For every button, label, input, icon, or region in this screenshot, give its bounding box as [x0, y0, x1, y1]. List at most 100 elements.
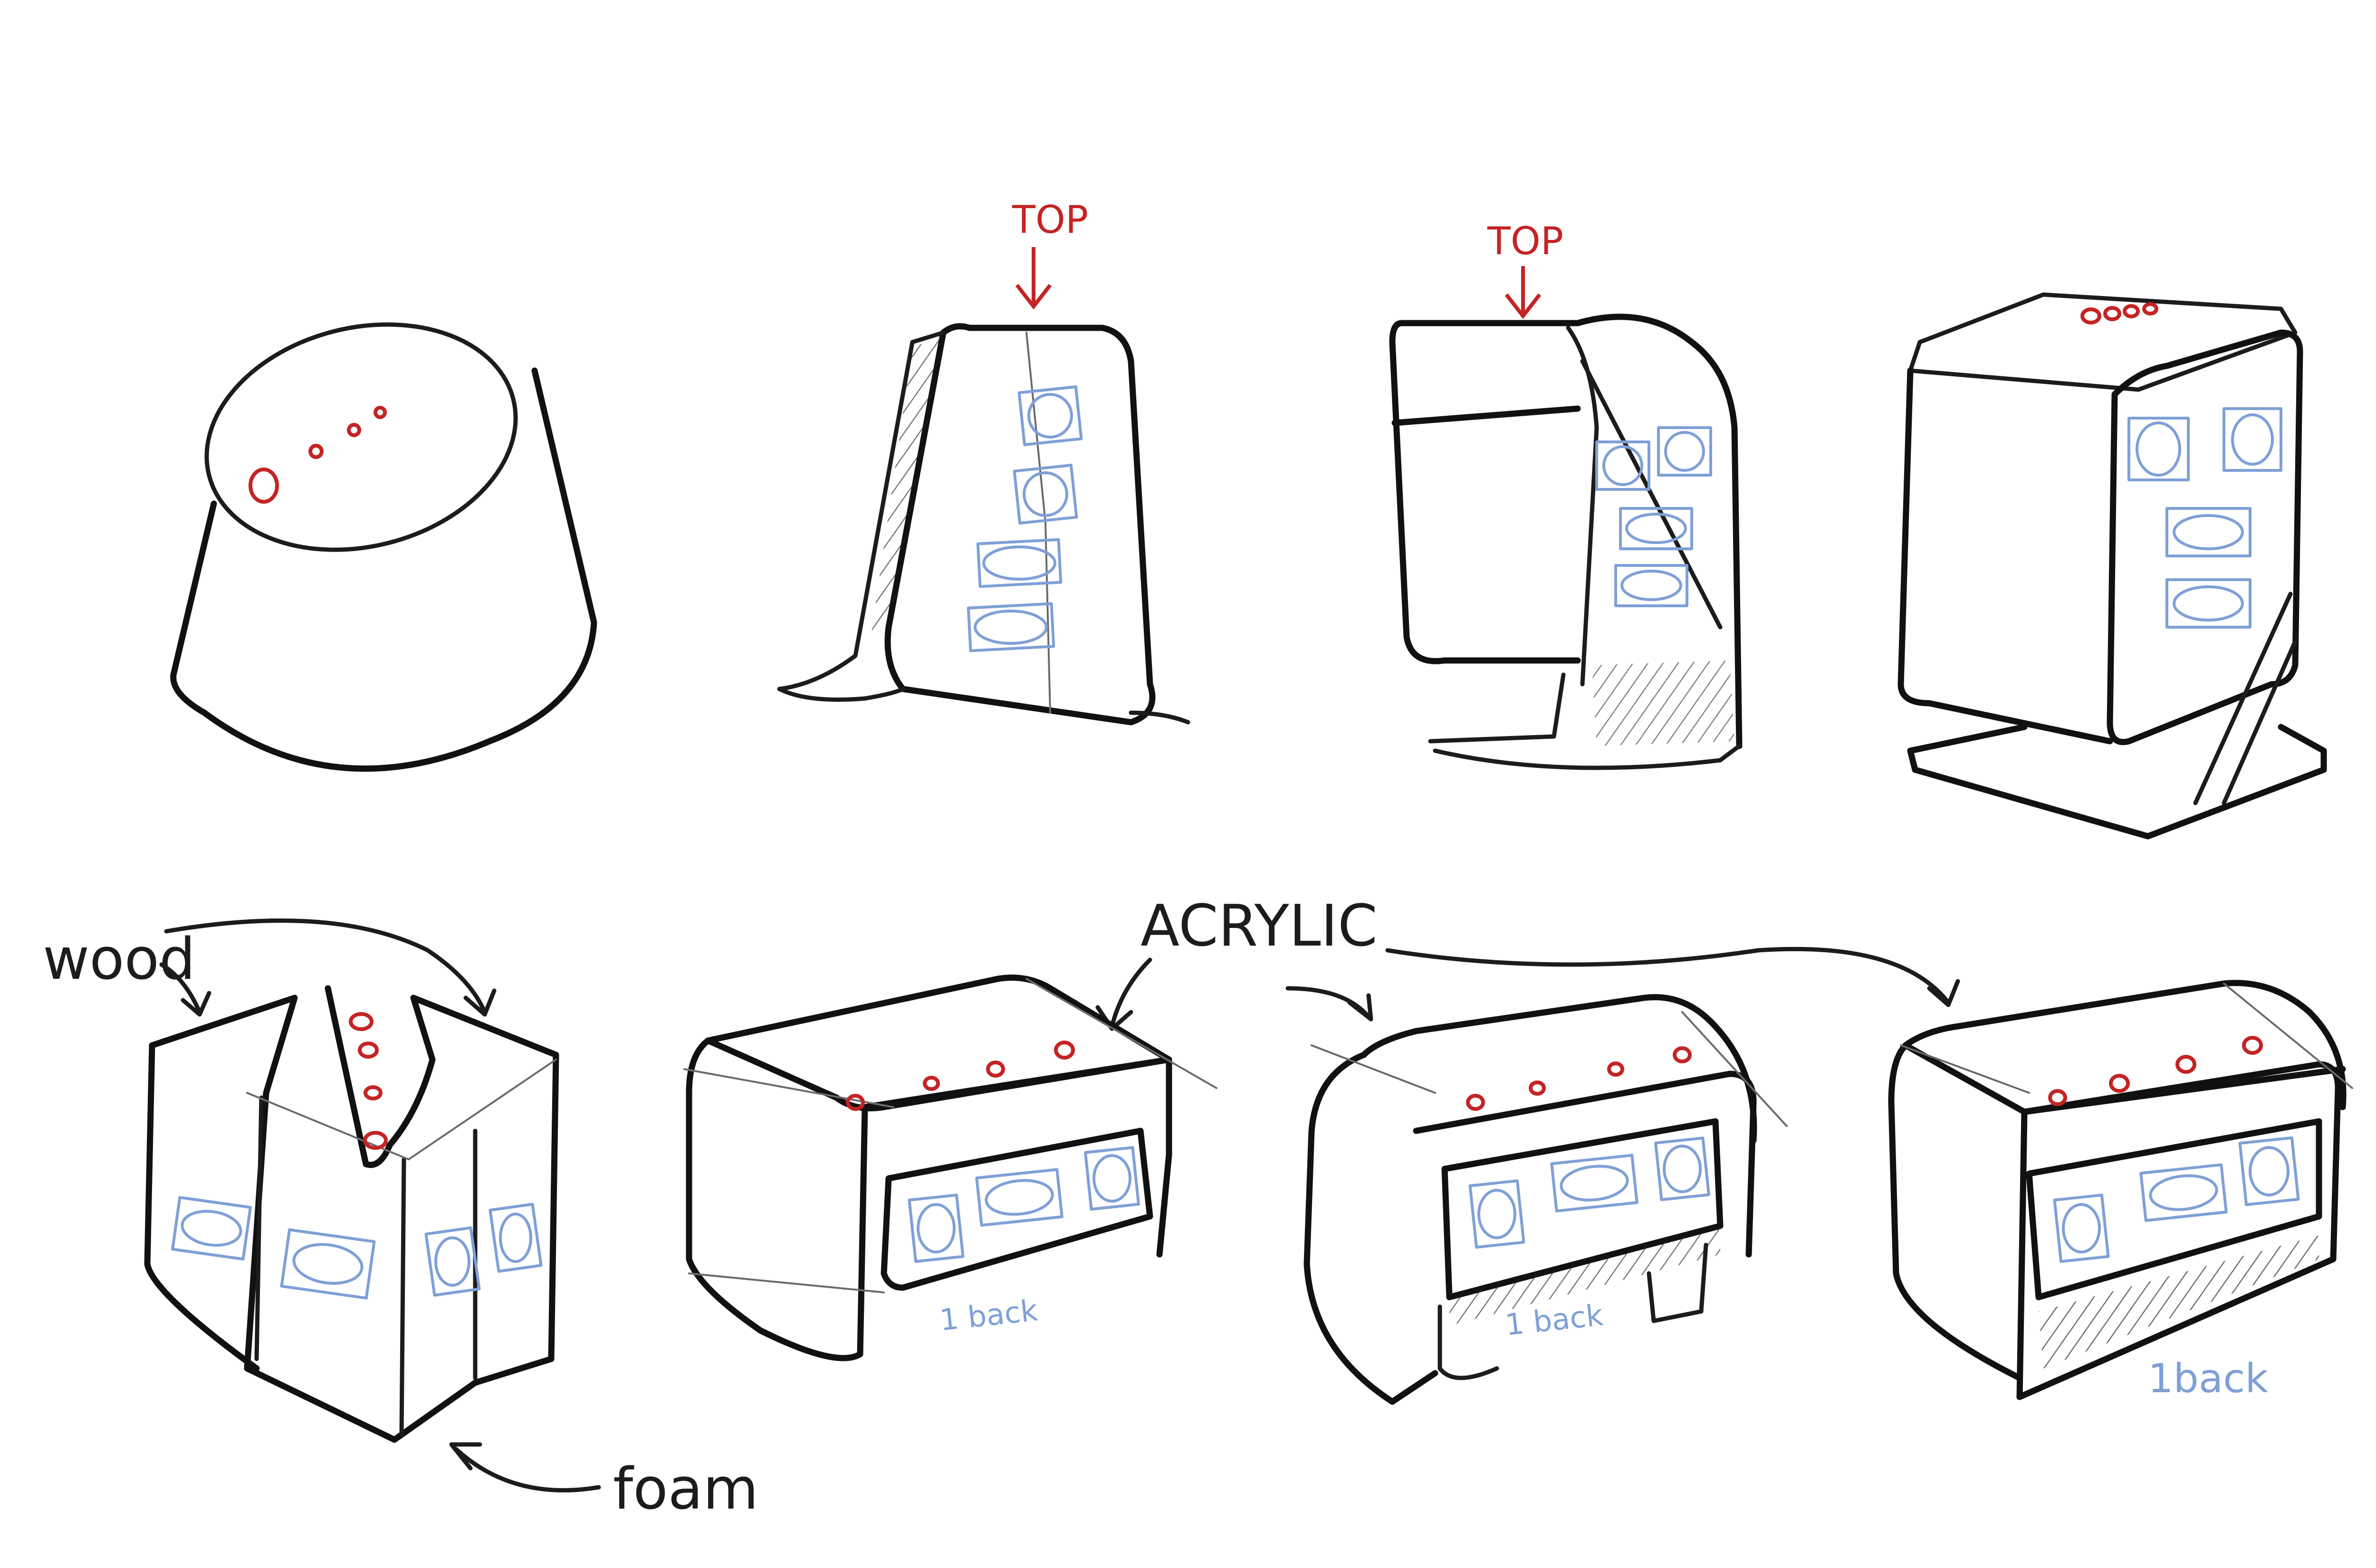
- sketch-wood-foam-block-speaker: wood foam: [43, 918, 758, 1522]
- driver-square: [908, 1194, 965, 1263]
- control-button-icon: [308, 444, 324, 459]
- control-button-icon: [1529, 1080, 1546, 1096]
- sketch-acrylic-bridge-speaker: ACRYLIC 1 back: [683, 893, 1378, 1361]
- driver-oval: [974, 610, 1048, 645]
- driver-rect: [967, 602, 1055, 652]
- bridge-front: [862, 1056, 1172, 1291]
- driver-oval: [181, 1210, 242, 1247]
- driver-square: [2053, 1194, 2110, 1263]
- control-button-icon: [1673, 1046, 1692, 1063]
- driver-oval: [2173, 585, 2244, 621]
- driver-square: [2223, 407, 2282, 472]
- block-corner-line: [246, 1059, 557, 1160]
- driver-square: [1468, 1179, 1525, 1249]
- driver-circle: [1602, 445, 1643, 486]
- driver-square: [489, 1203, 543, 1273]
- control-button-icon: [347, 423, 361, 437]
- driver-square: [2238, 1136, 2300, 1206]
- arch-band: [1391, 405, 1581, 426]
- driver-rect: [2165, 578, 2251, 629]
- control-button-icon: [363, 1131, 388, 1150]
- control-button-icon: [358, 1042, 379, 1059]
- control-button-icon: [1607, 1061, 1624, 1077]
- driver-circle: [2249, 1146, 2290, 1196]
- driver-oval: [985, 1179, 1054, 1216]
- top-arrow: [1504, 266, 1542, 319]
- driver-rect: [1550, 1154, 1638, 1213]
- cube-front-face: [2107, 329, 2303, 745]
- top-label-2: TOP: [1487, 219, 1563, 263]
- arch-outline: [1389, 314, 1743, 749]
- driver-circle: [499, 1213, 532, 1263]
- control-button-icon: [2080, 307, 2101, 325]
- driver-circle: [2062, 1203, 2101, 1253]
- stand-leg: [2193, 592, 2298, 805]
- acrylic-label: ACRYLIC: [1140, 893, 1378, 959]
- driver-circle: [2231, 413, 2274, 466]
- stand-base: [1907, 724, 2327, 840]
- driver-square: [2127, 417, 2190, 481]
- box-guide-lines: [1900, 983, 2353, 1094]
- driver-rect: [280, 1228, 376, 1300]
- strip-base-flare: [1129, 710, 1190, 725]
- cylinder-top-face: [204, 322, 518, 552]
- power-button-icon: [249, 468, 279, 504]
- strip-side: [777, 330, 946, 702]
- driver-rect: [1619, 507, 1693, 550]
- arch-diagonal: [1580, 359, 1723, 630]
- driver-square: [1595, 440, 1650, 491]
- control-button-icon: [349, 1012, 374, 1031]
- top-label-1: TOP: [1012, 198, 1088, 242]
- driver-oval: [292, 1243, 364, 1285]
- frame-hatch: [1449, 1226, 1720, 1326]
- arch-base: [1428, 672, 1742, 770]
- box-grille-hatch: [2039, 1235, 2319, 1368]
- driver-circle: [1092, 1154, 1131, 1203]
- control-button-icon: [2109, 1074, 2130, 1093]
- wood-arrow-right: [164, 918, 497, 1017]
- back-label-1: 1 back: [938, 1293, 1039, 1338]
- control-button-icon: [374, 406, 387, 419]
- control-button-icon: [1054, 1041, 1075, 1060]
- strip-side-hatch: [870, 337, 943, 646]
- control-button-icon: [2142, 302, 2158, 316]
- control-button-icon: [1466, 1094, 1485, 1111]
- back-label-3: 1back: [2148, 1355, 2268, 1402]
- strip-centre-seam: [1025, 332, 1051, 714]
- bridge-left-leg: [686, 1037, 868, 1361]
- wood-label: wood: [43, 927, 195, 993]
- sketch-framed-speaker: 1 back: [1285, 986, 1788, 1405]
- wood-arrow-left: [159, 962, 211, 1017]
- control-button-icon: [364, 1085, 383, 1100]
- acrylic-arrow-short: [1285, 986, 1373, 1022]
- cube-left-face: [1897, 367, 2113, 745]
- control-button-icon: [2242, 1036, 2263, 1055]
- driver-circle: [1027, 393, 1073, 439]
- control-button-icon: [2048, 1089, 2067, 1106]
- driver-rect: [976, 538, 1063, 588]
- driver-oval: [2149, 1174, 2218, 1211]
- frame-guide-lines: [1311, 1011, 1788, 1127]
- driver-circle: [434, 1236, 470, 1287]
- box-top: [1902, 980, 2347, 1115]
- control-button-icon: [986, 1061, 1005, 1078]
- control-button-icon: [2175, 1055, 2196, 1074]
- driver-rect: [2139, 1163, 2228, 1222]
- foam-label: foam: [613, 1456, 758, 1522]
- block-outline: [144, 985, 559, 1443]
- arch-hatch: [1592, 660, 1734, 746]
- control-button-icon: [846, 1094, 865, 1111]
- sketch-boxed-speaker: 1back: [1888, 980, 2353, 1402]
- sketch-folded-strip-speaker: TOP: [777, 198, 1190, 726]
- driver-rect: [1614, 564, 1688, 607]
- bridge-guide-lines: [683, 978, 1217, 1293]
- frame-top: [1360, 994, 1757, 1144]
- driver-oval: [2173, 514, 2244, 550]
- control-button-icon: [2123, 304, 2140, 318]
- driver-rect: [2165, 507, 2251, 557]
- box-side: [1888, 1042, 2023, 1381]
- block-front-edge: [254, 1095, 478, 1437]
- bridge-top: [705, 975, 1172, 1111]
- driver-circle: [1477, 1189, 1516, 1239]
